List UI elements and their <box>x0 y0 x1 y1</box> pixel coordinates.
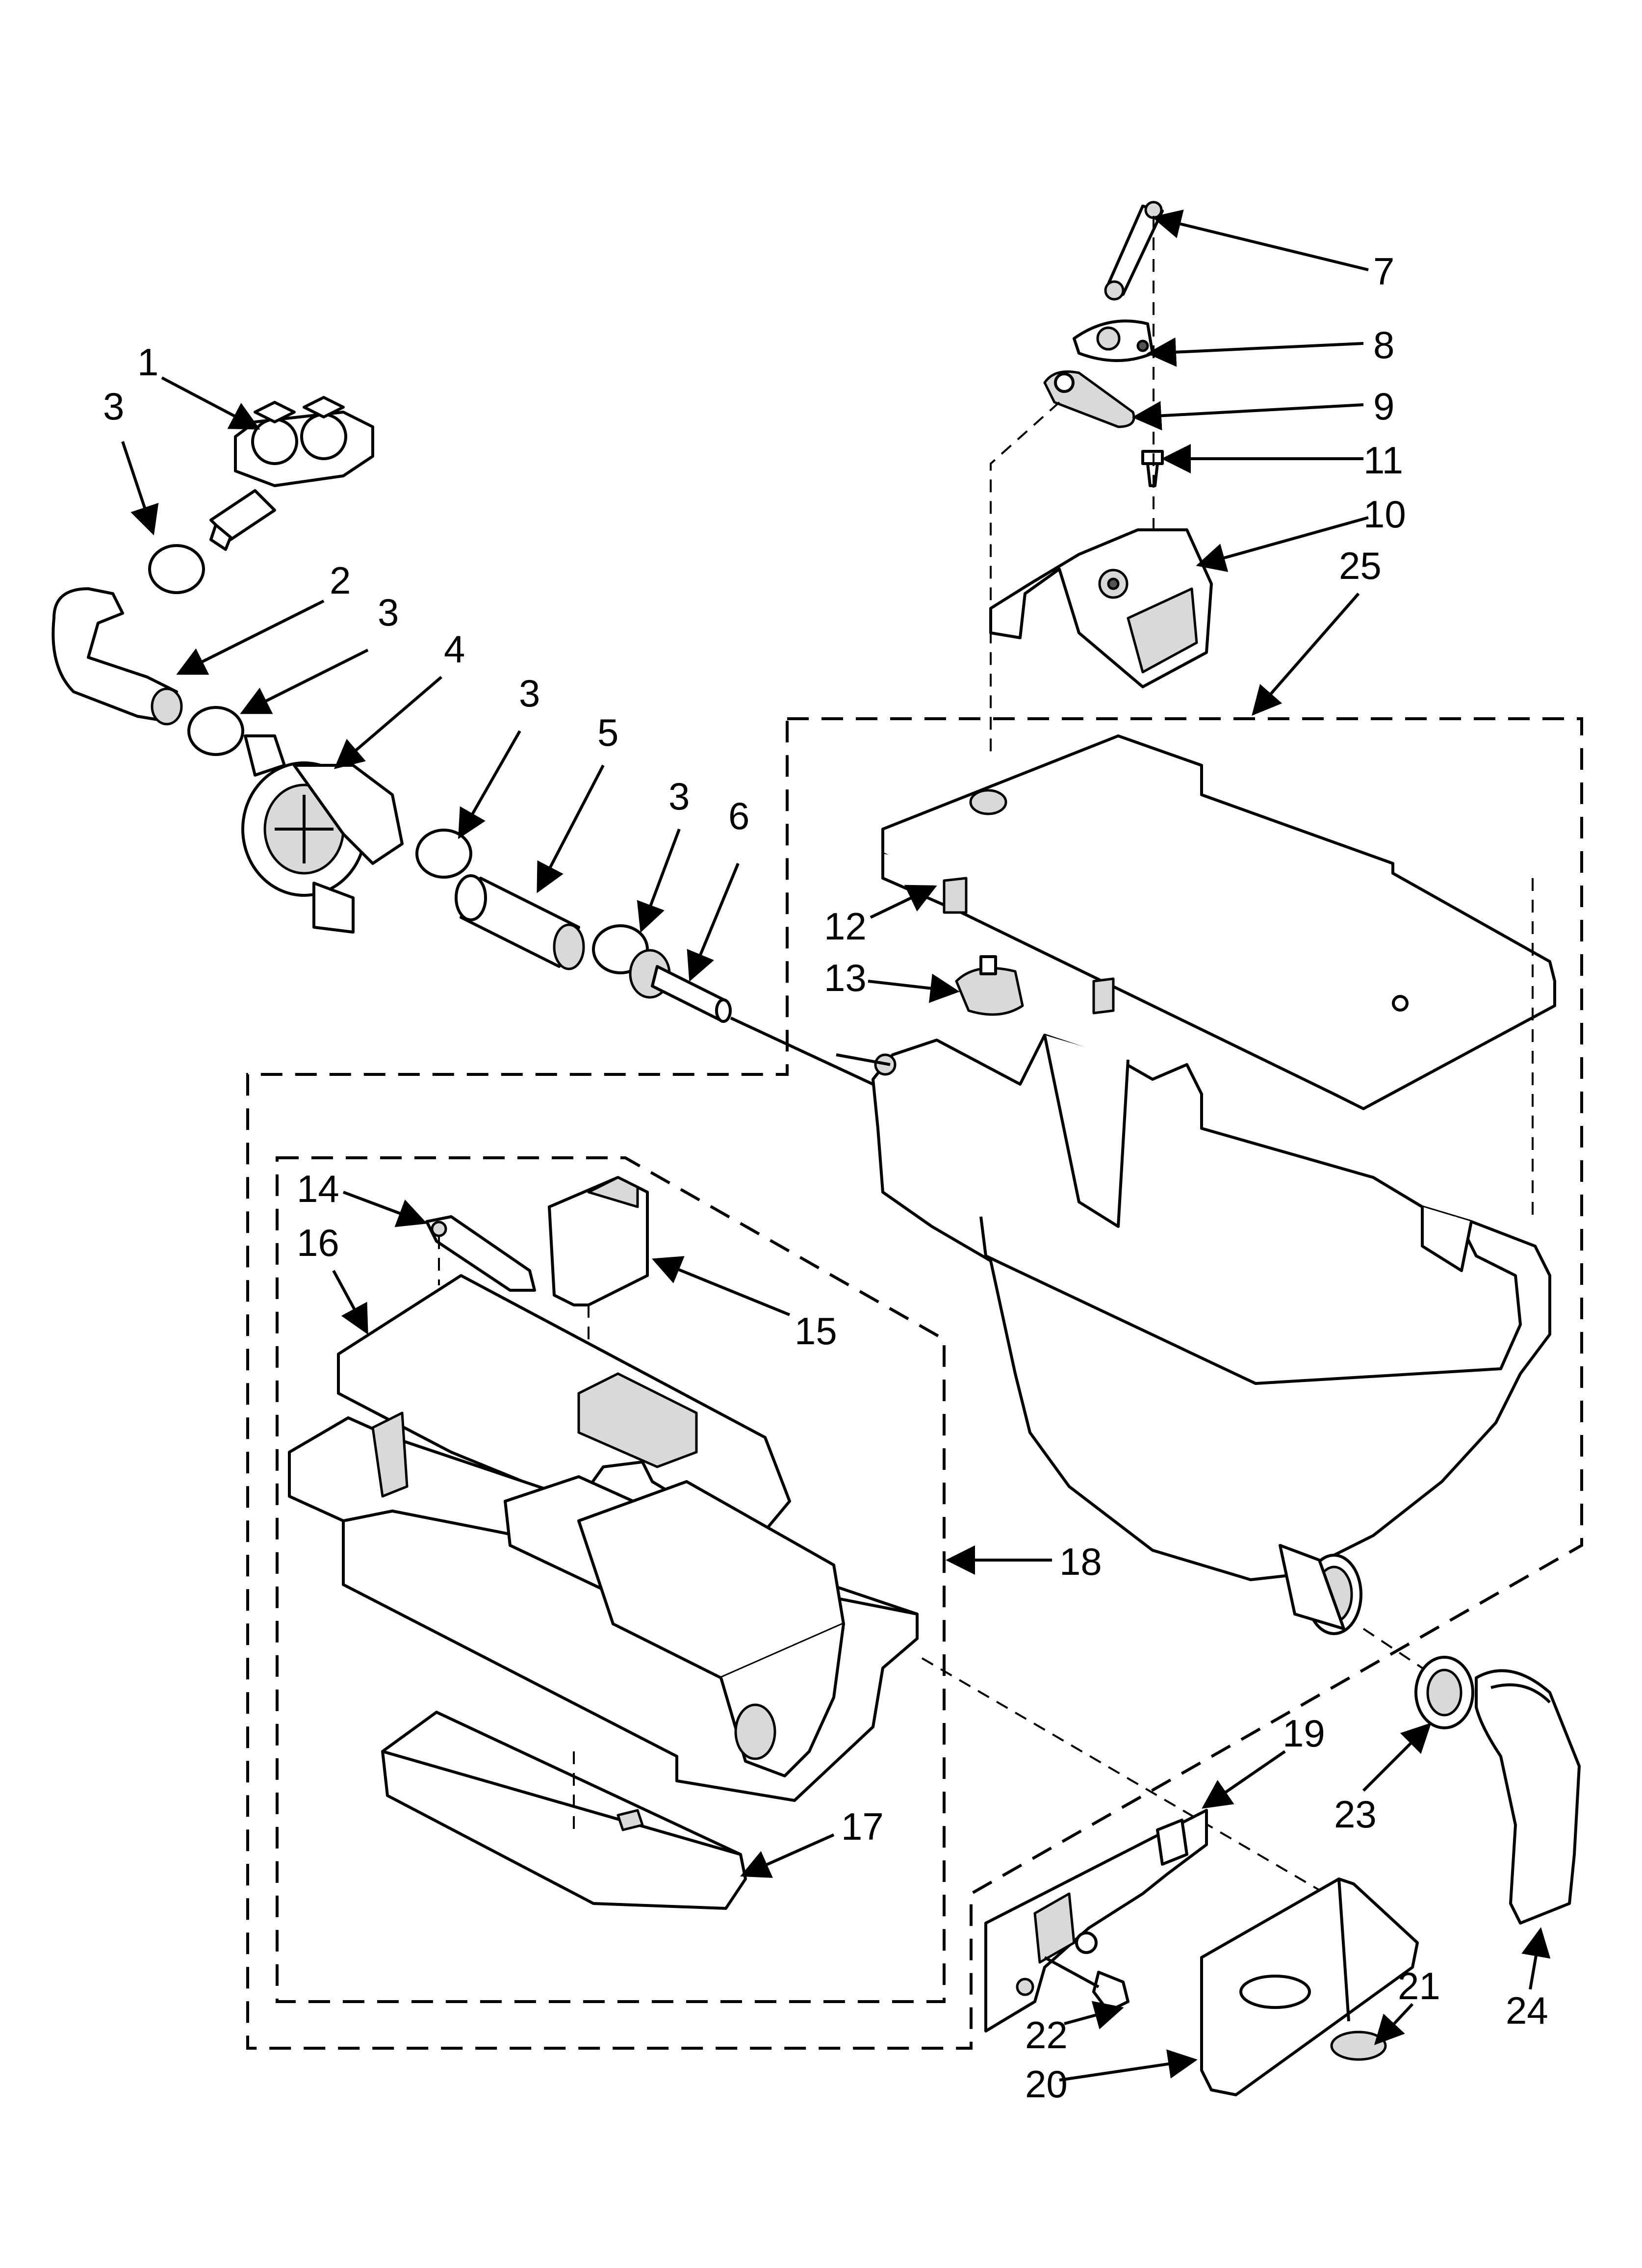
hose-clamp <box>148 544 205 594</box>
dispenser-drawer <box>288 1411 919 1802</box>
label-20: 20 <box>1025 2062 1068 2106</box>
air-break-valve <box>241 734 404 934</box>
badge <box>1330 2031 1387 2061</box>
label-3: 3 <box>519 672 540 715</box>
label-22: 22 <box>1025 2013 1068 2057</box>
label-3: 3 <box>378 591 399 634</box>
label-4: 4 <box>444 627 465 671</box>
water-valve <box>209 396 374 551</box>
group-25-outline <box>246 717 1583 2050</box>
grommet <box>1414 1656 1474 1729</box>
label-15: 15 <box>795 1309 837 1353</box>
label-3: 3 <box>103 385 124 428</box>
label-24: 24 <box>1506 1989 1548 2032</box>
label-8: 8 <box>1373 323 1394 366</box>
knob <box>955 955 1024 1016</box>
mounting-plate <box>984 1809 1208 2033</box>
label-18: 18 <box>1059 1540 1102 1583</box>
part-number-labels: 1 3 2 3 4 3 5 3 6 7 8 9 11 10 25 12 13 1… <box>103 250 1548 2106</box>
hose-clamp <box>415 829 472 879</box>
cam <box>1073 319 1154 362</box>
drawer-front <box>381 1711 747 1910</box>
label-10: 10 <box>1363 493 1406 536</box>
dispenser-cover <box>337 1274 791 1532</box>
label-2: 2 <box>330 559 351 602</box>
label-1: 1 <box>137 340 158 384</box>
label-13: 13 <box>824 956 867 999</box>
label-7: 7 <box>1373 250 1394 293</box>
label-23: 23 <box>1334 1793 1377 1836</box>
motor-bracket <box>989 528 1213 688</box>
label-9: 9 <box>1373 385 1394 428</box>
bolt <box>1044 1956 1129 2013</box>
label-11: 11 <box>1363 439 1403 482</box>
label-21: 21 <box>1398 1964 1440 2007</box>
label-16: 16 <box>297 1221 339 1264</box>
leader-lines <box>121 209 1551 2082</box>
label-19: 19 <box>1283 1712 1325 1755</box>
inlet-hose <box>51 587 183 726</box>
siphon-cap <box>425 1215 536 1292</box>
label-14: 14 <box>297 1167 339 1210</box>
tube <box>455 874 585 970</box>
gasket <box>1043 370 1135 428</box>
label-3: 3 <box>668 775 690 818</box>
dispenser-housing <box>872 734 1556 1635</box>
hose-clamp <box>187 706 244 756</box>
drain-hose <box>1475 1669 1581 1925</box>
nozzle <box>629 949 732 1023</box>
label-12: 12 <box>824 905 867 948</box>
label-25: 25 <box>1339 544 1382 587</box>
label-17: 17 <box>841 1805 884 1848</box>
label-6: 6 <box>728 794 749 837</box>
label-5: 5 <box>597 711 618 754</box>
bleach-cup <box>548 1176 649 1306</box>
